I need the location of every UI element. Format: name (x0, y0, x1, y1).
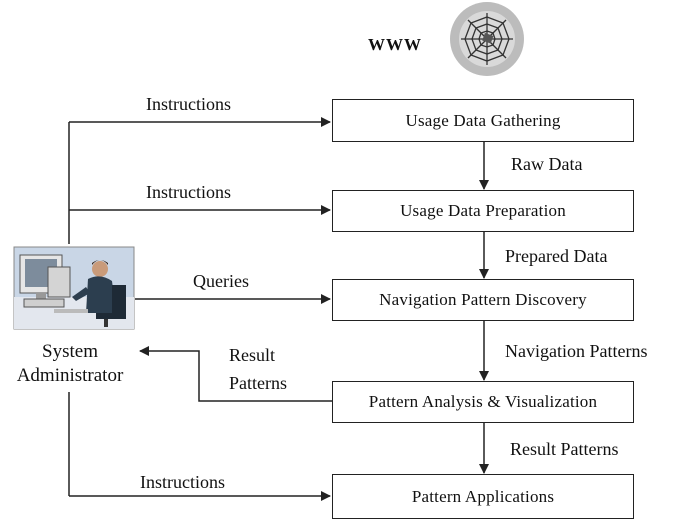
box-pattern-analysis-visualization: Pattern Analysis & Visualization (332, 381, 634, 423)
arrow-result-patterns-back (139, 346, 332, 402)
box-label: Usage Data Gathering (405, 110, 561, 130)
label-prepared-data: Prepared Data (505, 246, 608, 266)
box-label: Usage Data Preparation (400, 201, 566, 220)
label-queries: Queries (193, 271, 249, 291)
computer-user-icon (13, 246, 135, 330)
www-label: WWW (368, 35, 422, 54)
label-instructions-3: Instructions (140, 472, 225, 492)
box-usage-data-preparation: Usage Data Preparation (332, 190, 634, 232)
actor-label-line2: Administrator (16, 364, 124, 386)
box-label: Navigation Pattern Discovery (379, 290, 587, 309)
label-navigation-patterns: Navigation Patterns (505, 341, 648, 361)
box-usage-data-gathering: Usage Data Gathering (332, 99, 634, 142)
label-instructions-2: Instructions (146, 182, 231, 202)
box-label: Pattern Analysis & Visualization (368, 392, 598, 411)
spider-web-globe-icon (450, 2, 524, 76)
box-label: Pattern Applications (411, 486, 555, 506)
system-administrator-label: System Administrator (4, 340, 136, 388)
label-result-patterns: Result Patterns (510, 439, 619, 459)
label-instructions-1: Instructions (146, 94, 231, 114)
label-result: Result (229, 345, 276, 365)
actor-label-line1: System (42, 341, 98, 362)
box-pattern-applications: Pattern Applications (332, 474, 634, 519)
label-raw-data: Raw Data (511, 154, 583, 174)
label-patterns: Patterns (229, 373, 287, 393)
box-navigation-pattern-discovery: Navigation Pattern Discovery (332, 279, 634, 321)
